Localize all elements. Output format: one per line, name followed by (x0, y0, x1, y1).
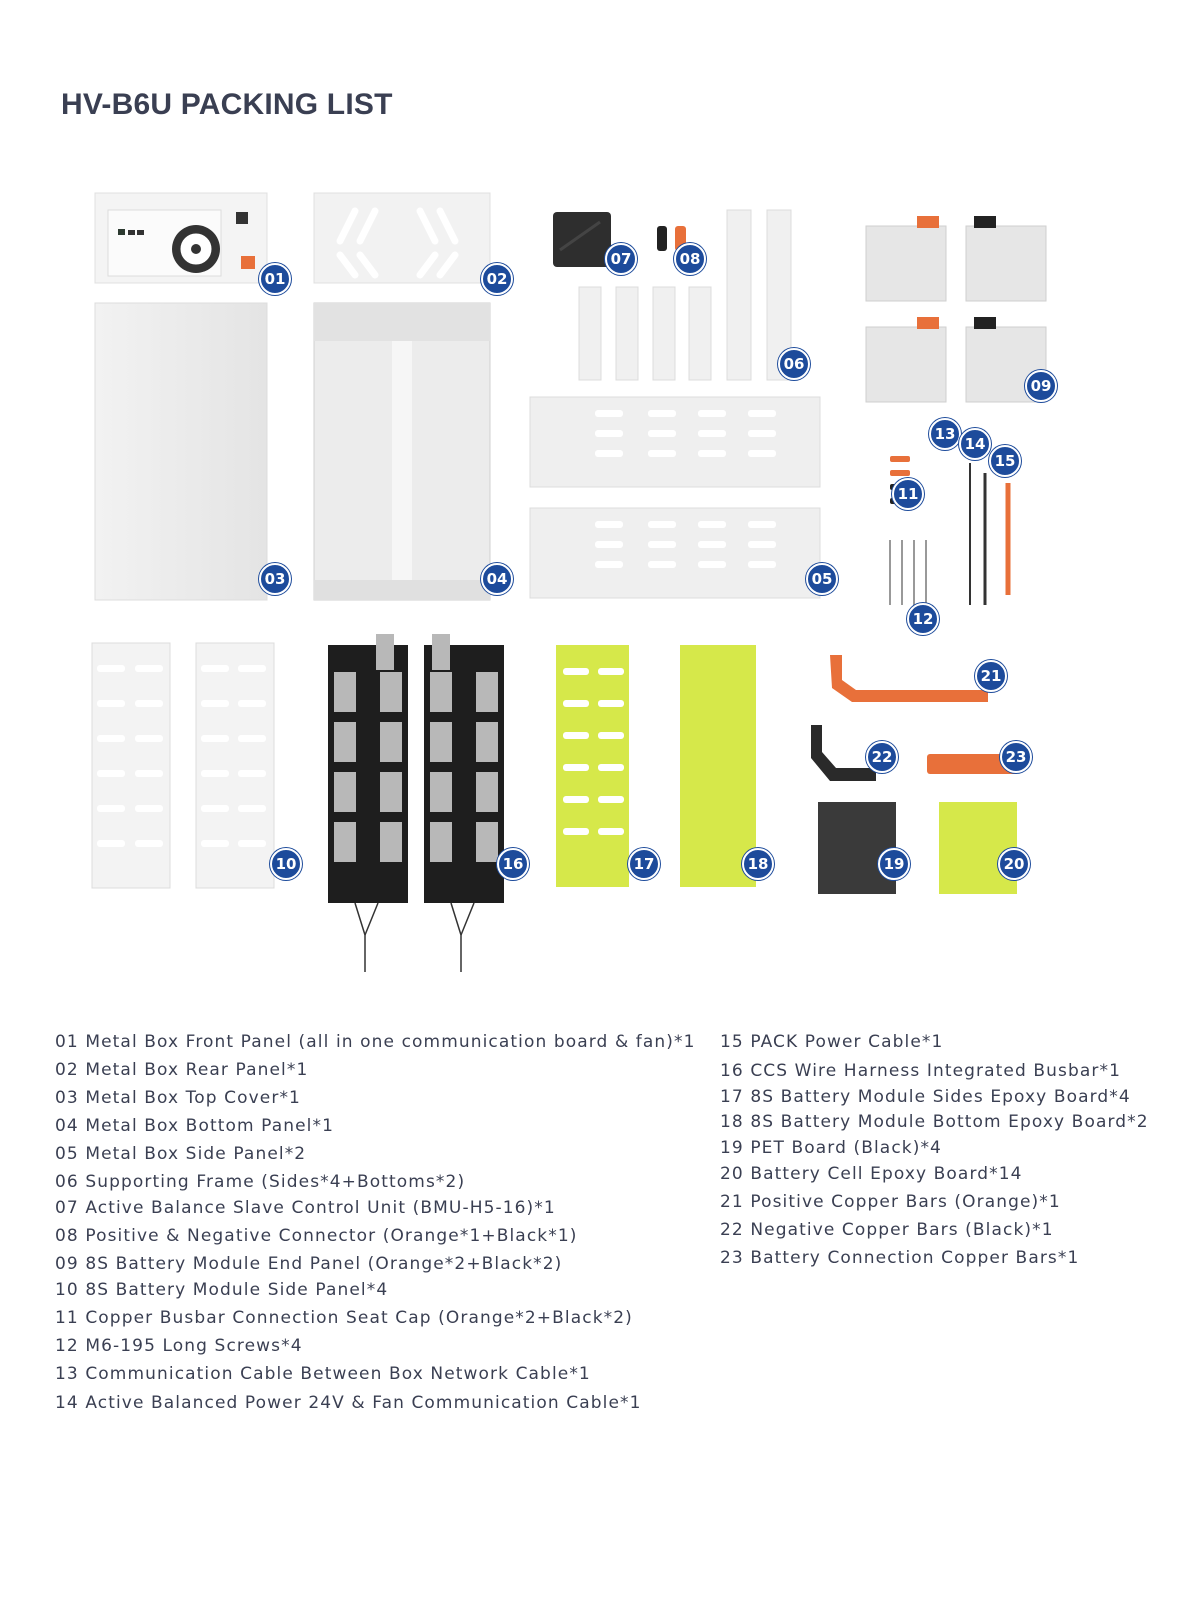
negative-copper-bar-part (811, 725, 876, 781)
part-badge-03: 03 (259, 563, 291, 595)
part-badge-12: 12 (907, 603, 939, 635)
list-item: 03 Metal Box Top Cover*1 (55, 1088, 301, 1108)
part-badge-08: 08 (674, 243, 706, 275)
bmu-part (553, 212, 611, 267)
list-item: 12 M6-195 Long Screws*4 (55, 1336, 303, 1356)
part-badge-20: 20 (998, 848, 1030, 880)
part-badge-16: 16 (497, 848, 529, 880)
pet-board-part (818, 802, 896, 894)
part-badge-17: 17 (628, 848, 660, 880)
list-item: 21 Positive Copper Bars (Orange)*1 (720, 1192, 1061, 1212)
page-title: HV-B6U PACKING LIST (61, 88, 393, 121)
epoxy-bottom-board-part (680, 645, 756, 887)
list-item: 08 Positive & Negative Connector (Orange… (55, 1226, 578, 1246)
part-badge-01: 01 (259, 263, 291, 295)
list-item: 04 Metal Box Bottom Panel*1 (55, 1116, 335, 1136)
list-item: 11 Copper Busbar Connection Seat Cap (Or… (55, 1308, 633, 1328)
rear-panel-part (313, 192, 491, 284)
part-badge-21: 21 (975, 660, 1007, 692)
module-side-panel-part (91, 642, 275, 889)
part-badge-15: 15 (989, 445, 1021, 477)
list-item: 05 Metal Box Side Panel*2 (55, 1144, 307, 1164)
part-badge-13: 13 (929, 418, 961, 450)
list-item: 16 CCS Wire Harness Integrated Busbar*1 (720, 1061, 1121, 1081)
positive-copper-bar-part (830, 655, 988, 702)
supporting-frame-part (578, 209, 792, 381)
top-cover-part (94, 302, 268, 601)
list-item: 14 Active Balanced Power 24V & Fan Commu… (55, 1393, 642, 1413)
list-item: 20 Battery Cell Epoxy Board*14 (720, 1164, 1023, 1184)
part-badge-11: 11 (892, 478, 924, 510)
part-badge-04: 04 (481, 563, 513, 595)
long-screws-part (889, 540, 927, 605)
part-badge-05: 05 (806, 563, 838, 595)
list-item: 18 8S Battery Module Bottom Epoxy Board*… (720, 1112, 1149, 1132)
part-badge-19: 19 (878, 848, 910, 880)
list-item: 22 Negative Copper Bars (Black)*1 (720, 1220, 1054, 1240)
part-badge-09: 09 (1025, 370, 1057, 402)
part-badge-02: 02 (481, 263, 513, 295)
ccs-harness-part (328, 634, 504, 972)
list-item: 13 Communication Cable Between Box Netwo… (55, 1364, 591, 1384)
side-panel-part (529, 396, 821, 599)
list-item: 23 Battery Connection Copper Bars*1 (720, 1248, 1080, 1268)
list-item: 17 8S Battery Module Sides Epoxy Board*4 (720, 1087, 1131, 1107)
part-badge-14: 14 (959, 428, 991, 460)
list-item: 01 Metal Box Front Panel (all in one com… (55, 1032, 696, 1052)
part-badge-06: 06 (778, 348, 810, 380)
bottom-panel-part (313, 302, 491, 601)
cell-epoxy-board-part (939, 802, 1017, 894)
part-badge-18: 18 (742, 848, 774, 880)
end-panel-part (865, 225, 1047, 403)
connection-copper-bar-part (927, 754, 1017, 774)
list-item: 06 Supporting Frame (Sides*4+Bottoms*2) (55, 1172, 466, 1192)
list-item: 19 PET Board (Black)*4 (720, 1138, 942, 1158)
part-badge-23: 23 (1000, 741, 1032, 773)
part-badge-22: 22 (866, 741, 898, 773)
black-connector-part (657, 226, 667, 251)
list-item: 02 Metal Box Rear Panel*1 (55, 1060, 309, 1080)
part-badge-07: 07 (605, 243, 637, 275)
front-panel-part (94, 192, 268, 284)
parts-illustration (91, 192, 1047, 972)
list-item: 07 Active Balance Slave Control Unit (BM… (55, 1198, 556, 1218)
list-item: 10 8S Battery Module Side Panel*4 (55, 1280, 389, 1300)
part-badge-10: 10 (270, 848, 302, 880)
list-item: 09 8S Battery Module End Panel (Orange*2… (55, 1254, 563, 1274)
list-item: 15 PACK Power Cable*1 (720, 1032, 944, 1052)
